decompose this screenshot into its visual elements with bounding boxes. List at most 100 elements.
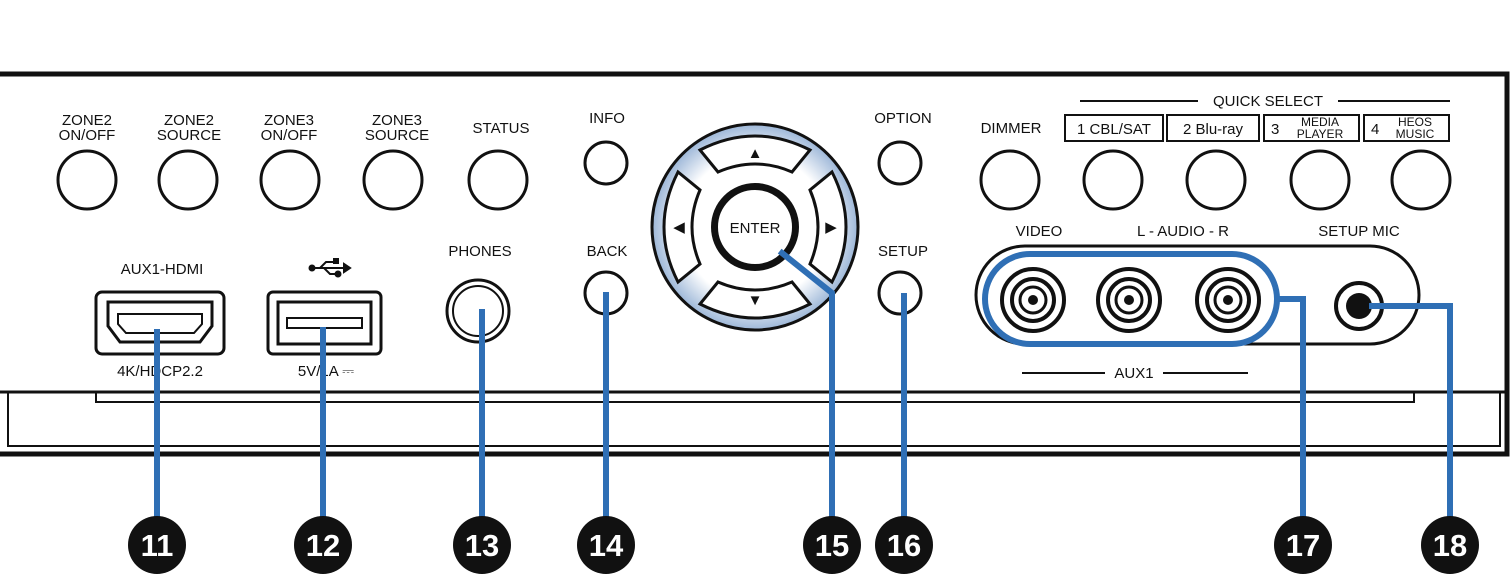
- zone2-source-button[interactable]: [157, 149, 219, 211]
- quick-select-4-frame: [1363, 114, 1450, 142]
- quick-select-group: QUICK SELECT 1 CBL/SAT 2 Blu-ray 3 MEDIA…: [1064, 93, 1452, 211]
- quick-select-4-label-line2: MUSIC: [1396, 127, 1435, 141]
- callout-badge: [128, 516, 186, 574]
- panel-body: [0, 71, 1510, 457]
- info-button[interactable]: [583, 140, 629, 186]
- setup-mic-label: SETUP MIC: [1318, 223, 1400, 240]
- info-label: INFO: [589, 110, 625, 127]
- usb-icon: [308, 258, 352, 278]
- callout-badge: [294, 516, 352, 574]
- quick-select-3-frame: [1263, 114, 1360, 142]
- quick-select-1-button[interactable]: [1082, 149, 1144, 211]
- callout-number: 18: [1433, 528, 1467, 563]
- option-group: OPTION: [874, 110, 932, 186]
- enter-button[interactable]: [716, 188, 794, 266]
- callout-13: 13: [453, 516, 511, 574]
- callout-15: 15: [803, 516, 861, 574]
- zone3-source-label-line1: ZONE3: [372, 112, 422, 129]
- callout-12: 12: [294, 516, 352, 574]
- aux1-label: AUX1: [1114, 365, 1153, 382]
- zone3-onoff-label-line1: ZONE3: [264, 112, 314, 129]
- dpad-up-arrow: ▲: [748, 145, 763, 162]
- status-button[interactable]: [467, 149, 529, 211]
- quick-select-title: QUICK SELECT: [1213, 93, 1323, 110]
- dimmer-group: DIMMER: [979, 120, 1042, 211]
- callout-18: 18: [1421, 516, 1479, 574]
- zone2-source-label-line2: SOURCE: [157, 127, 221, 144]
- leader-18: [1369, 303, 1453, 523]
- dpad-down-button[interactable]: [697, 280, 813, 320]
- zone2-onoff-button[interactable]: [56, 149, 118, 211]
- status-group: STATUS: [467, 120, 530, 211]
- leader-17: [1274, 296, 1306, 523]
- quick-select-4-number: 4: [1371, 121, 1379, 138]
- video-jack[interactable]: [1000, 267, 1066, 333]
- option-button[interactable]: [877, 140, 923, 186]
- dpad-up-button[interactable]: [697, 134, 813, 174]
- status-label: STATUS: [473, 120, 530, 137]
- zone3-source-group: ZONE3 SOURCE: [362, 112, 429, 211]
- zone2-source-group: ZONE2 SOURCE: [157, 112, 221, 211]
- setup-mic-jack[interactable]: [1334, 281, 1384, 331]
- callout-badge: [1274, 516, 1332, 574]
- zone2-source-label-line1: ZONE2: [164, 112, 214, 129]
- callout-16: 16: [875, 516, 933, 574]
- dpad-down-arrow: ▼: [748, 292, 763, 309]
- aux1-hdmi-label: AUX1-HDMI: [121, 261, 204, 278]
- callout-number: 16: [887, 528, 921, 563]
- zone2-onoff-group: ZONE2 ON/OFF: [56, 112, 118, 211]
- zone3-source-button[interactable]: [362, 149, 424, 211]
- quick-select-3-number: 3: [1271, 121, 1279, 138]
- quick-select-3-label-line1: MEDIA: [1301, 115, 1339, 129]
- callout-14: 14: [577, 516, 635, 574]
- callout-badge: [803, 516, 861, 574]
- hdmi-port-inner: [117, 313, 203, 334]
- audio-label: L - AUDIO - R: [1137, 223, 1229, 240]
- setup-label: SETUP: [878, 243, 928, 260]
- zone3-onoff-button[interactable]: [259, 149, 321, 211]
- callout-number: 14: [589, 528, 624, 563]
- dpad-right-button[interactable]: [808, 169, 848, 285]
- setup-group: SETUP: [877, 243, 928, 316]
- quick-select-2-button[interactable]: [1185, 149, 1247, 211]
- setup-button[interactable]: [877, 270, 923, 316]
- usb-group: 5V/1A ⎓: [266, 258, 383, 380]
- quick-select-3-button[interactable]: [1289, 149, 1351, 211]
- usb-power-label: 5V/1A ⎓: [298, 363, 354, 380]
- quick-select-4-button[interactable]: [1390, 149, 1452, 211]
- audio-right-jack[interactable]: [1195, 267, 1261, 333]
- callout-17: 17: [1274, 516, 1332, 574]
- dpad-right-arrow: ▶: [825, 219, 837, 236]
- zone2-onoff-label-line2: ON/OFF: [59, 127, 116, 144]
- callout-number: 12: [306, 528, 340, 563]
- option-label: OPTION: [874, 110, 932, 127]
- aux1-input-group: VIDEO L - AUDIO - R SETUP MIC: [974, 223, 1421, 382]
- phones-group: PHONES: [445, 243, 512, 344]
- callout-number: 15: [815, 528, 849, 563]
- info-group: INFO: [583, 110, 629, 186]
- zone3-source-label-line2: SOURCE: [365, 127, 429, 144]
- dimmer-button[interactable]: [979, 149, 1041, 211]
- dpad-left-arrow: ◀: [673, 219, 685, 236]
- audio-left-jack[interactable]: [1096, 267, 1162, 333]
- callout-leaders: [154, 248, 1453, 523]
- dpad-left-button[interactable]: [662, 169, 702, 285]
- phones-jack-inner: [452, 285, 504, 337]
- phones-jack[interactable]: [445, 278, 511, 344]
- callout-badge: [1421, 516, 1479, 574]
- callout-badge: [453, 516, 511, 574]
- quick-select-2-frame: [1166, 114, 1260, 142]
- leader-15: [777, 248, 835, 523]
- dimmer-label: DIMMER: [981, 120, 1042, 137]
- callout-badge: [875, 516, 933, 574]
- quick-select-2-label: 2 Blu-ray: [1183, 121, 1244, 138]
- callout-number: 11: [141, 528, 174, 563]
- usb-port-tongue: [286, 317, 363, 329]
- quick-select-1-label: 1 CBL/SAT: [1077, 121, 1151, 138]
- callout-number: 17: [1286, 528, 1320, 563]
- dpad: ▲ ▼ ◀ ▶ ENTER: [650, 122, 860, 332]
- quick-select-4-label-line1: HEOS: [1398, 115, 1432, 129]
- callout-11: 11: [128, 516, 186, 574]
- zone3-onoff-group: ZONE3 ON/OFF: [259, 112, 321, 211]
